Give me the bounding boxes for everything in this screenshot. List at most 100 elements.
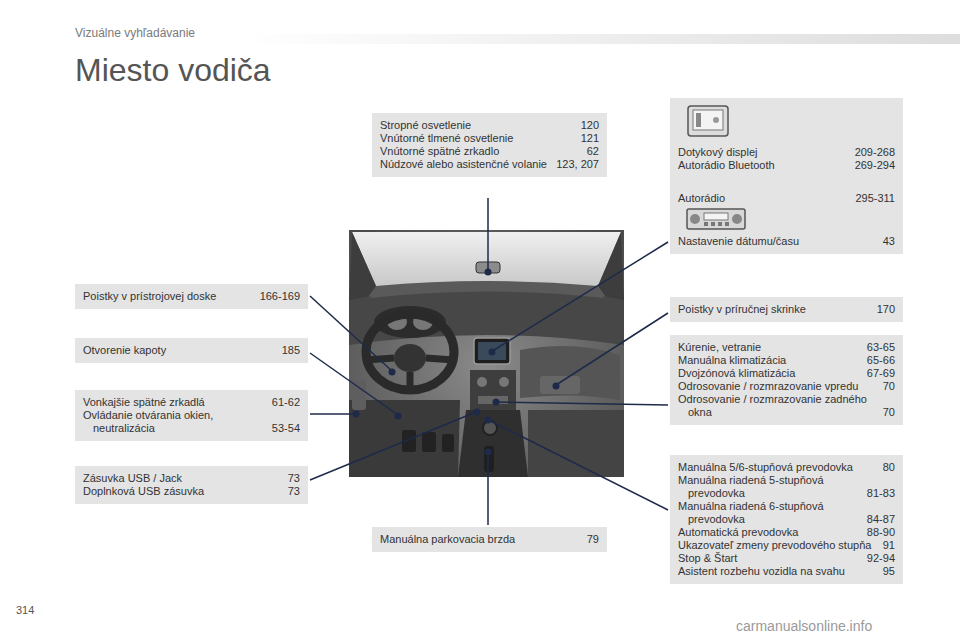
page-number: 63-65 <box>867 341 895 354</box>
entry-row: Autorádio295-311 <box>678 192 895 205</box>
topic-name: Zásuvka USB / Jack <box>83 472 288 485</box>
page-number: 43 <box>883 235 895 248</box>
entry-row: Núdzové alebo asistenčné volanie123, 207 <box>380 158 599 171</box>
page-number: 209-268 <box>855 146 895 159</box>
gap <box>678 172 895 192</box>
page-number: 121 <box>581 132 599 145</box>
entry-row: Poistky v prístrojovej doske166-169 <box>83 290 300 303</box>
entry-row: Odrosovanie / rozmrazovanie vpredu70 <box>678 380 895 393</box>
page-number: 70 <box>883 380 895 393</box>
entry-row: Autorádio Bluetooth269-294 <box>678 159 895 172</box>
entry-row: Asistent rozbehu vozidla na svahu95 <box>678 565 895 578</box>
entry-row: Vnútorné spätné zrkadlo62 <box>380 145 599 158</box>
icon-holder <box>678 104 895 146</box>
entry-row: Manuálna riadená 5-stupňová prevodovka81… <box>678 474 895 500</box>
topic-name: Vonkajšie spätné zrkadlá <box>83 396 272 409</box>
topic-name: Asistent rozbehu vozidla na svahu <box>678 565 883 578</box>
topic-name: Núdzové alebo asistenčné volanie <box>380 158 556 171</box>
topic-name: Kúrenie, vetranie <box>678 341 867 354</box>
page-number: 61-62 <box>272 396 300 409</box>
entry-row: Otvorenie kapoty185 <box>83 344 300 357</box>
topic-name: Vnútorné tlmené osvetlenie <box>380 132 581 145</box>
entry-row: Vonkajšie spätné zrkadlá61-62 <box>83 396 300 409</box>
cockpit-picture <box>349 230 624 477</box>
topic-name: Dvojzónová klimatizácia <box>678 367 867 380</box>
topic-name: Autorádio <box>678 192 855 205</box>
topic-name: Vnútorné spätné zrkadlo <box>380 145 587 158</box>
page-number: 120 <box>581 119 599 132</box>
callout-panel: Dotykový displej209-268Autorádio Bluetoo… <box>670 98 903 254</box>
entry-row: Kúrenie, vetranie63-65 <box>678 341 895 354</box>
page-number: 70 <box>883 406 895 419</box>
entry-row: Dotykový displej209-268 <box>678 146 895 159</box>
topic-name: Manuálna parkovacia brzda <box>380 533 587 546</box>
page-number: 88-90 <box>867 526 895 539</box>
leader-dots <box>353 269 560 456</box>
topic-name: Odrosovanie / rozmrazovanie zadného okna <box>678 393 883 419</box>
touchscreen-icon <box>686 104 730 138</box>
page-number: 295-311 <box>855 192 895 205</box>
header-bar <box>240 34 960 44</box>
page-number: 65-66 <box>867 354 895 367</box>
topic-name: Stropné osvetlenie <box>380 119 581 132</box>
page-number: 80 <box>883 461 895 474</box>
callout-panel: Poistky v prístrojovej doske166-169 <box>75 284 308 309</box>
topic-name: Manuálna 5/6-stupňová prevodovka <box>678 461 883 474</box>
entry-row: Automatická prevodovka88-90 <box>678 526 895 539</box>
leader-lines <box>310 198 668 525</box>
page-number: 79 <box>587 533 599 546</box>
topic-name: Poistky v prístrojovej doske <box>83 290 260 303</box>
entry-row: Doplnková USB zásuvka73 <box>83 485 300 498</box>
topic-name: Autorádio Bluetooth <box>678 159 855 172</box>
watermark: carmanualsonline.info <box>736 618 872 634</box>
page-number: 95 <box>883 565 895 578</box>
topic-name: Stop & Štart <box>678 552 867 565</box>
topic-name: Nastavenie dátumu/času <box>678 235 883 248</box>
page-number: 62 <box>587 145 599 158</box>
entry-row: Odrosovanie / rozmrazovanie zadného okna… <box>678 393 895 419</box>
topic-name: Ovládanie otvárania okien, neutralizácia <box>83 409 272 435</box>
page-number: 166-169 <box>260 290 300 303</box>
page-number: 170 <box>877 303 895 316</box>
callout-panel: Kúrenie, vetranie63-65Manuálna klimatizá… <box>670 335 903 425</box>
entry-row: Zásuvka USB / Jack73 <box>83 472 300 485</box>
topic-name: Manuálna klimatizácia <box>678 354 867 367</box>
page-number: 123, 207 <box>556 158 599 171</box>
page-number: 73 <box>288 472 300 485</box>
entry-row: Vnútorné tlmené osvetlenie121 <box>380 132 599 145</box>
page-number: 53-54 <box>272 422 300 435</box>
page-number: 84-87 <box>867 513 895 526</box>
callout-panel: Stropné osvetlenie120Vnútorné tlmené osv… <box>372 113 607 177</box>
page-title: Miesto vodiča <box>75 52 271 89</box>
entry-row: Dvojzónová klimatizácia67-69 <box>678 367 895 380</box>
page-number: 73 <box>288 485 300 498</box>
topic-name: Automatická prevodovka <box>678 526 867 539</box>
entry-row: Stropné osvetlenie120 <box>380 119 599 132</box>
callout-panel: Manuálna parkovacia brzda79 <box>372 527 607 552</box>
page-number: 314 <box>16 604 34 616</box>
section-header: Vizuálne vyhľadávanie <box>75 26 195 40</box>
topic-name: Ukazovateľ zmeny prevodového stupňa <box>678 539 883 552</box>
topic-name: Dotykový displej <box>678 146 855 159</box>
entry-row: Poistky v príručnej skrinke170 <box>678 303 895 316</box>
topic-name: Manuálna riadená 6-stupňová prevodovka <box>678 500 867 526</box>
page-number: 67-69 <box>867 367 895 380</box>
topic-name: Odrosovanie / rozmrazovanie vpredu <box>678 380 883 393</box>
page-number: 92-94 <box>867 552 895 565</box>
entry-row: Ovládanie otvárania okien, neutralizácia… <box>83 409 300 435</box>
page-number: 185 <box>282 344 300 357</box>
topic-name: Manuálna riadená 5-stupňová prevodovka <box>678 474 867 500</box>
callout-panel: Otvorenie kapoty185 <box>75 338 308 363</box>
topic-name: Doplnková USB zásuvka <box>83 485 288 498</box>
entry-row: Manuálna 5/6-stupňová prevodovka80 <box>678 461 895 474</box>
entry-row: Ukazovateľ zmeny prevodového stupňa91 <box>678 539 895 552</box>
car-radio-icon <box>686 207 746 231</box>
callout-panel: Poistky v príručnej skrinke170 <box>670 297 903 322</box>
callout-panel: Zásuvka USB / Jack73Doplnková USB zásuvk… <box>75 466 308 504</box>
entry-row: Manuálna klimatizácia65-66 <box>678 354 895 367</box>
callout-panel: Manuálna 5/6-stupňová prevodovka80Manuál… <box>670 455 903 584</box>
entry-row: Manuálna riadená 6-stupňová prevodovka84… <box>678 500 895 526</box>
callout-panel: Vonkajšie spätné zrkadlá61-62Ovládanie o… <box>75 390 308 441</box>
page-number: 81-83 <box>867 487 895 500</box>
page-number: 269-294 <box>855 159 895 172</box>
